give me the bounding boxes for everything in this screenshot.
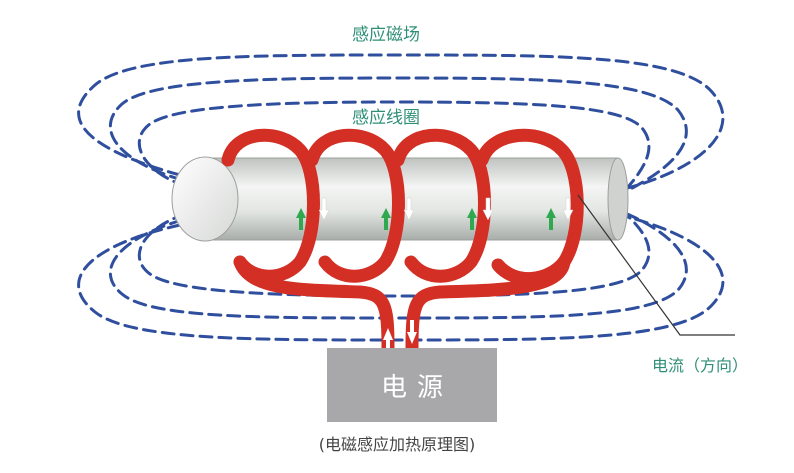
- arrow-up-icon: [467, 208, 477, 230]
- current-direction-label: 电流（方向）: [652, 356, 749, 375]
- arrow-up-icon: [381, 208, 391, 230]
- magnetic-field-lines: [77, 53, 725, 342]
- arrow-up-icon: [296, 208, 306, 230]
- current-arrows: [296, 197, 574, 352]
- coil-lead-left: [233, 255, 395, 355]
- lead-arrow-down-icon: [407, 320, 417, 344]
- arrow-up-icon: [546, 208, 556, 230]
- coil-turn-2: [305, 128, 405, 283]
- coil-lead-right: [405, 255, 571, 355]
- magnetic-field-label: 感应磁场: [352, 25, 420, 45]
- lead-arrow-up-icon: [383, 328, 393, 352]
- field-line-middle: [109, 76, 688, 320]
- rod-end-right: [607, 157, 629, 241]
- arrow-down-icon: [482, 197, 494, 221]
- coil-turn-1: [221, 128, 320, 283]
- induction-coil: [221, 128, 584, 355]
- diagram-caption: (电磁感应加热原理图): [318, 435, 476, 454]
- power-source-box: 电源: [327, 348, 497, 422]
- field-line-outer: [77, 53, 725, 342]
- arrow-down-icon: [403, 197, 415, 221]
- coil-turn-3: [391, 128, 491, 283]
- field-line-inner: [137, 100, 651, 298]
- induction-coil-label: 感应线圈: [352, 108, 420, 128]
- arrow-down-icon: [562, 197, 574, 221]
- arrow-down-icon: [318, 197, 330, 221]
- current-leader-line: [577, 194, 735, 336]
- power-source-label: 电源: [380, 372, 453, 403]
- rod-end-left-cap: [171, 156, 239, 242]
